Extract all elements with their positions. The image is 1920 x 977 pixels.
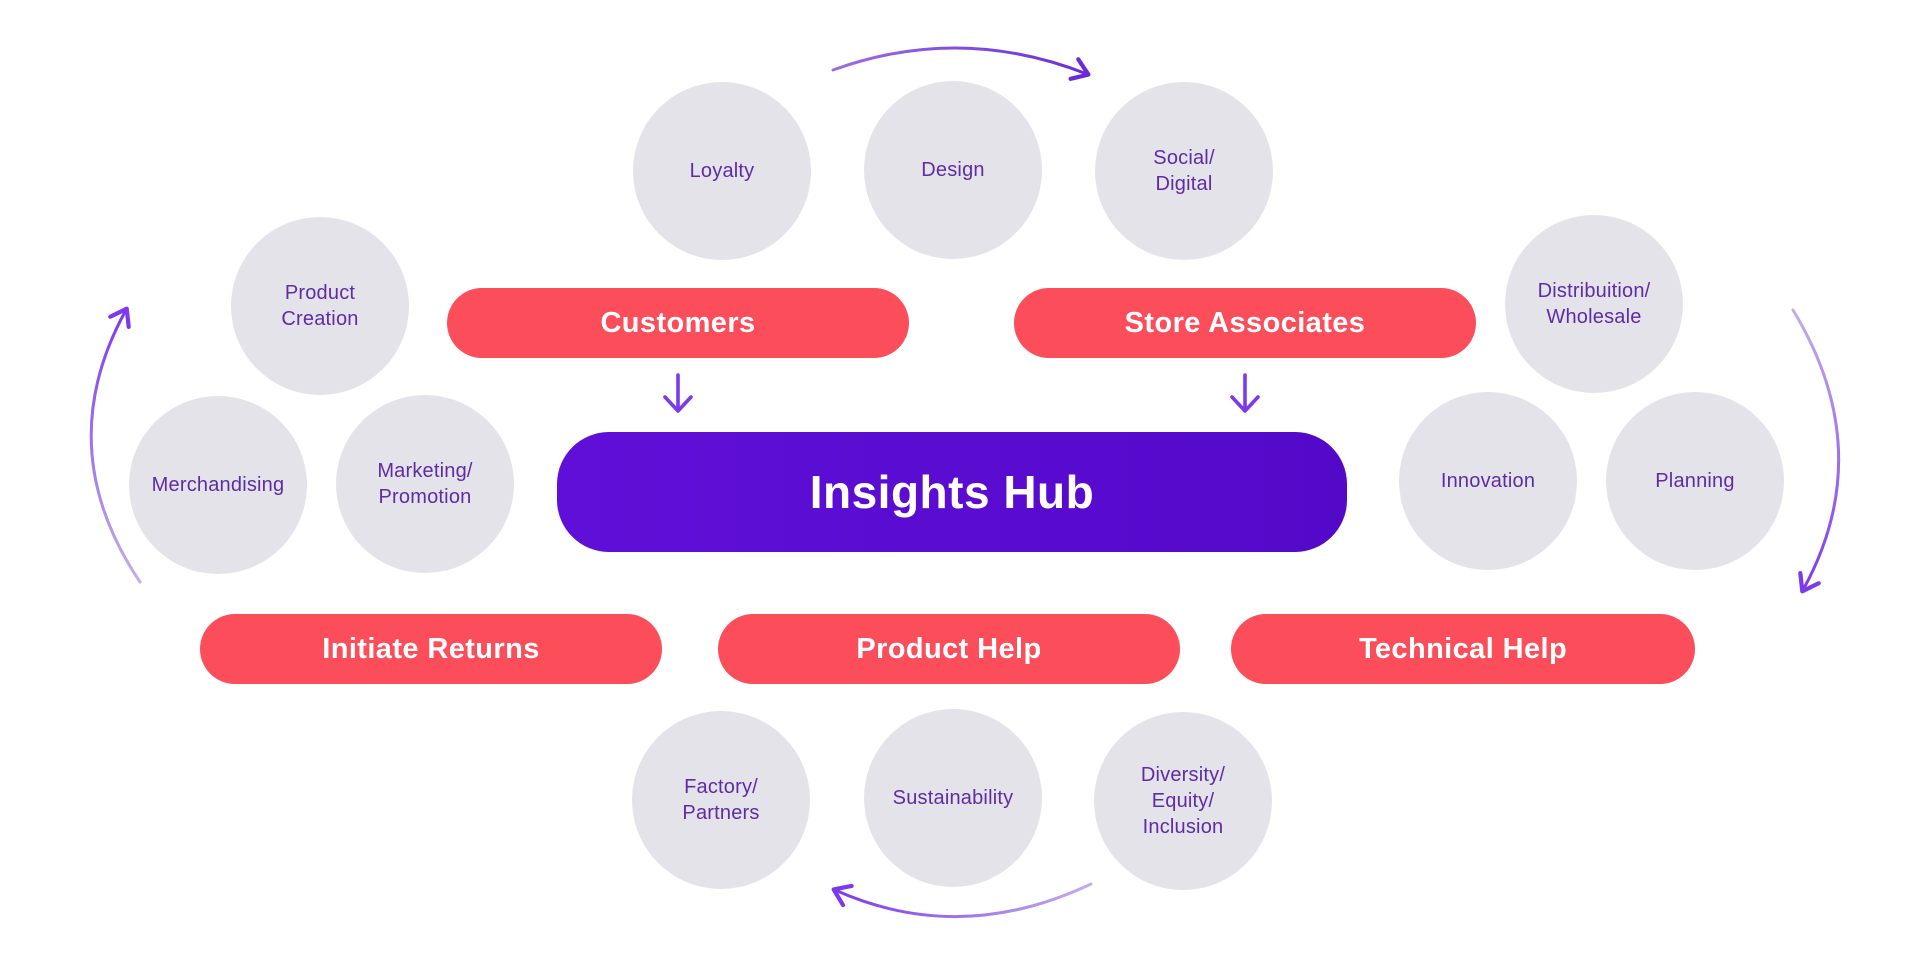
circle-social-digital: Social/ Digital [1095, 82, 1273, 260]
pill-initiate-returns: Initiate Returns [200, 614, 662, 684]
circle-merchandising: Merchandising [129, 396, 307, 574]
circle-factory-partners: Factory/ Partners [632, 711, 810, 889]
curved-arrow-bottom-icon [831, 882, 1093, 919]
circle-sustainability: Sustainability [864, 709, 1042, 887]
pill-product-help: Product Help [718, 614, 1180, 684]
circle-product-creation: Product Creation [231, 217, 409, 395]
circle-innovation: Innovation [1399, 392, 1577, 570]
circle-design: Design [864, 81, 1042, 259]
circle-planning: Planning [1606, 392, 1784, 570]
insights-hub-banner: Insights Hub [557, 432, 1347, 552]
curved-arrow-right-icon [1791, 308, 1841, 594]
curved-arrow-left-icon [89, 306, 142, 584]
arrow-store-associates-to-hub-icon [1230, 373, 1260, 413]
pill-technical-help: Technical Help [1231, 614, 1695, 684]
circle-distribuition-wholesale: Distribuition/ Wholesale [1505, 215, 1683, 393]
pill-store-associates: Store Associates [1014, 288, 1476, 358]
circle-diversity-equity-inclusion: Diversity/ Equity/ Inclusion [1094, 712, 1272, 890]
arrow-customers-to-hub-icon [663, 373, 693, 413]
circle-loyalty: Loyalty [633, 82, 811, 260]
curved-arrow-top-icon [831, 46, 1091, 81]
pill-customers: Customers [447, 288, 909, 358]
circle-marketing-promotion: Marketing/ Promotion [336, 395, 514, 573]
